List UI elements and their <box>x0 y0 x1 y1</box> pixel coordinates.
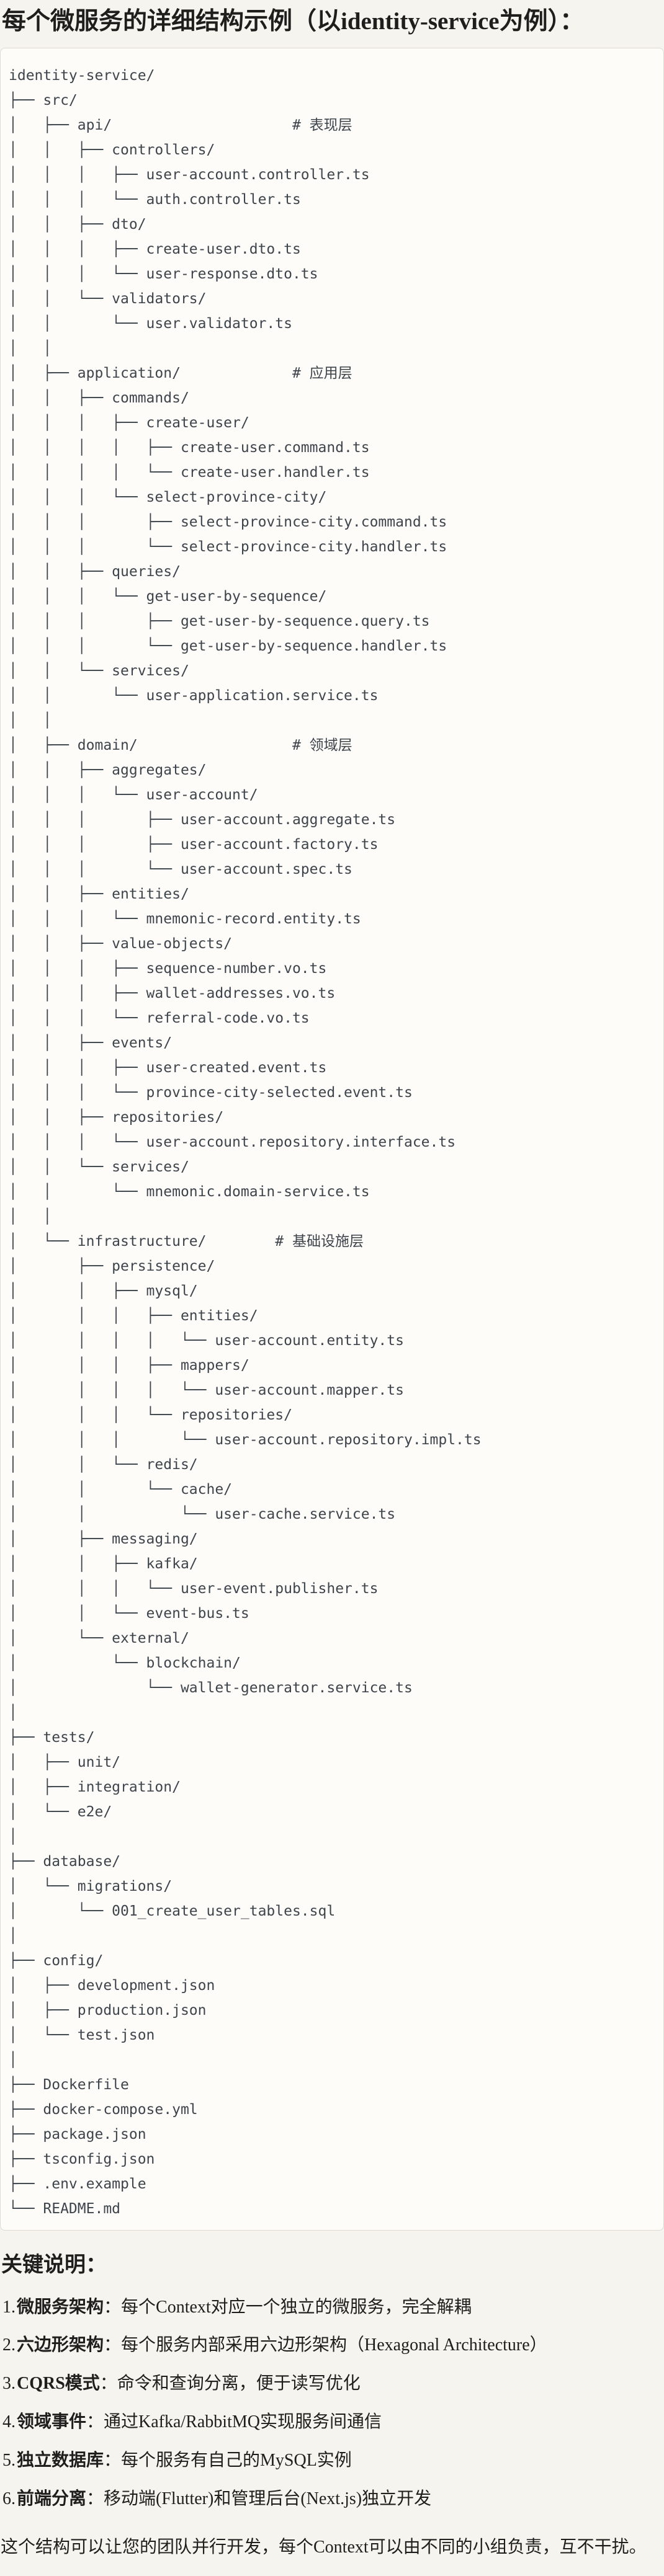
list-item-text: ：每个Context对应一个独立的微服务，完全解耦 <box>104 2297 472 2317</box>
list-item: 2.六边形架构：每个服务内部采用六边形架构（Hexagonal Architec… <box>2 2334 664 2357</box>
closing-paragraph: 这个结构可以让您的团队并行开发，每个Context可以由不同的小组负责，互不干扰… <box>1 2538 647 2557</box>
list-item: 6.前端分离：移动端(Flutter)和管理后台(Next.js)独立开发 <box>2 2487 664 2511</box>
list-item-number: 5. <box>2 2450 16 2470</box>
list-item-text: ：移动端(Flutter)和管理后台(Next.js)独立开发 <box>86 2489 432 2508</box>
list-item-number: 2. <box>2 2335 16 2355</box>
list-item-term: 前端分离 <box>17 2489 87 2508</box>
list-item-term: 独立数据库 <box>17 2450 104 2470</box>
page-title: 每个微服务的详细结构示例（以identity-service为例）： <box>2 8 585 35</box>
list-item-number: 6. <box>2 2489 16 2508</box>
key-notes-list: 1.微服务架构：每个Context对应一个独立的微服务，完全解耦 2.六边形架构… <box>0 2296 664 2511</box>
directory-tree-code-block: identity-service/ ├── src/ │ ├── api/ # … <box>0 47 664 2231</box>
list-item-term: 六边形架构 <box>17 2335 104 2355</box>
list-item-number: 1. <box>2 2297 16 2317</box>
list-item-text: ：命令和查询分离，便于读写优化 <box>99 2374 361 2394</box>
key-notes-heading: 关键说明： <box>1 2253 107 2276</box>
document-body: 每个微服务的详细结构示例（以identity-service为例）： ident… <box>0 7 664 2560</box>
list-item-text: ：每个服务有自己的MySQL实例 <box>104 2450 352 2470</box>
directory-tree: identity-service/ ├── src/ │ ├── api/ # … <box>9 67 482 2217</box>
list-item-term: 领域事件 <box>17 2412 87 2432</box>
list-item: 4.领域事件：通过Kafka/RabbitMQ实现服务间通信 <box>2 2410 664 2434</box>
list-item-text: ：每个服务内部采用六边形架构（Hexagonal Architecture） <box>104 2335 547 2355</box>
list-item: 3.CQRS模式：命令和查询分离，便于读写优化 <box>2 2372 664 2396</box>
list-item: 1.微服务架构：每个Context对应一个独立的微服务，完全解耦 <box>2 2296 664 2319</box>
list-item-text: ：通过Kafka/RabbitMQ实现服务间通信 <box>86 2412 382 2432</box>
list-item: 5.独立数据库：每个服务有自己的MySQL实例 <box>2 2449 664 2472</box>
list-item-number: 3. <box>2 2374 16 2394</box>
list-item-term: CQRS模式 <box>17 2374 100 2394</box>
list-item-term: 微服务架构 <box>17 2297 104 2317</box>
list-item-number: 4. <box>2 2412 16 2432</box>
